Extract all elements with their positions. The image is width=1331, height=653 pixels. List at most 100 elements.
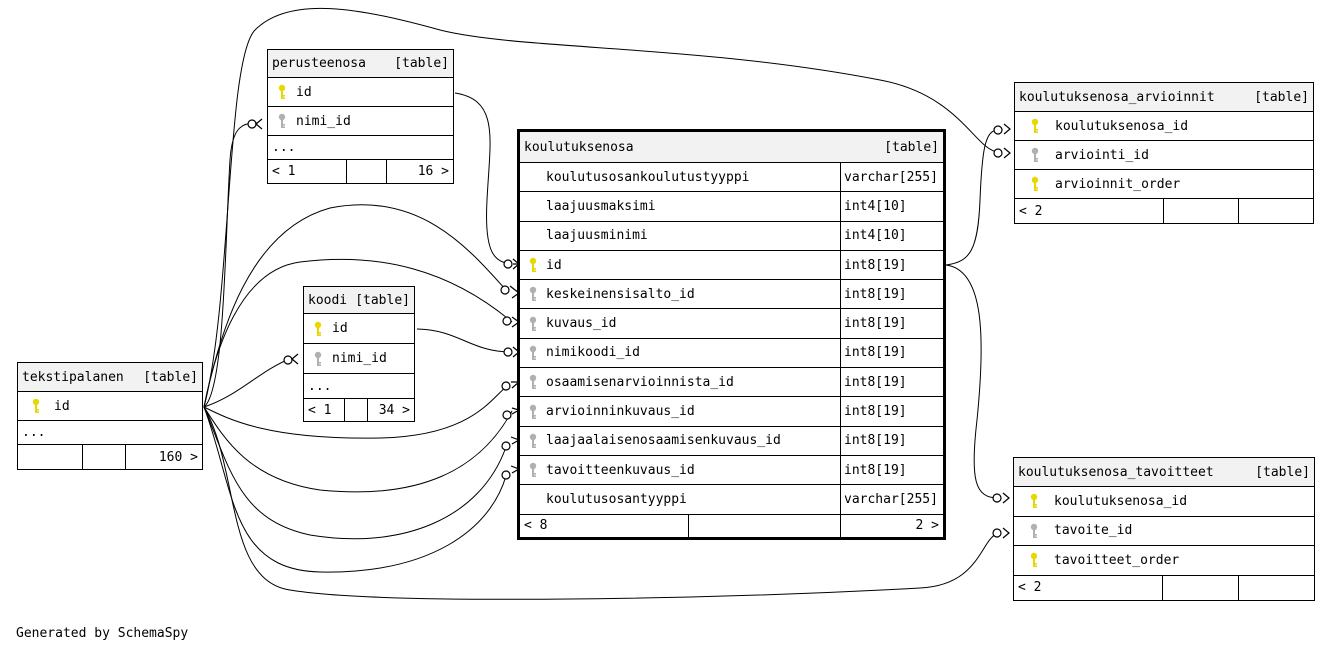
footer-spacer (1163, 575, 1239, 600)
column-name: arviointi_id (1055, 147, 1149, 163)
column-name: id (546, 257, 562, 273)
parents-count: 160 > (158, 449, 198, 465)
table-name[interactable]: koodi (308, 292, 348, 308)
table-koulutuksenosa[interactable]: koulutuksenosa [table] koulutusosankoulu… (517, 129, 946, 540)
parents-count (1239, 576, 1314, 600)
crowfoot-marker (993, 123, 1011, 135)
column-name: koulutuksenosa_id (1055, 118, 1189, 134)
crowfoot-marker (992, 527, 1010, 539)
edge-koulutuksenosa-tavoitteet (945, 264, 999, 499)
edge-tekstipalanen-perusteenosa (203, 122, 259, 408)
children-count: < 1 (304, 399, 345, 421)
column-row[interactable]: id (18, 392, 202, 421)
table-tag: [table] (394, 56, 449, 71)
crowfoot-marker (992, 492, 1010, 504)
crowfoot-marker (247, 118, 263, 130)
table-koulutuksenosa-arvioinnit[interactable]: koulutuksenosa_arvioinnit [table] koulut… (1014, 82, 1314, 224)
table-header: tekstipalanen [table] (18, 363, 202, 392)
table-name[interactable]: koulutuksenosa (524, 139, 634, 155)
column-type: int8[19] (840, 280, 943, 309)
column-name: laajaalaisenosaamisenkuvaus_id (546, 433, 781, 449)
edge-koodi-koulutuksenosa (416, 328, 513, 353)
column-row[interactable]: laajaalaisenosaamisenkuvaus_id int8[19] (520, 426, 943, 456)
edge-tekstipalanen-tavoitteenkuvaus (203, 406, 507, 573)
generated-by-note: Generated by SchemaSpy (16, 626, 189, 641)
column-type: int8[19] (840, 397, 943, 426)
table-name[interactable]: koulutuksenosa_tavoitteet (1018, 464, 1214, 480)
column-type: varchar[255] (840, 163, 943, 192)
column-name: laajuusmaksimi (546, 198, 656, 214)
column-row[interactable]: koulutuksenosa_id (1015, 112, 1313, 141)
column-row[interactable]: arviointi_id (1015, 141, 1313, 170)
column-name: nimikoodi_id (546, 345, 640, 361)
column-name: osaamisenarvioinnista_id (546, 374, 734, 390)
column-row[interactable]: arvioinninkuvaus_id int8[19] (520, 397, 943, 427)
footer-spacer (347, 160, 387, 183)
primary-key-icon (1014, 493, 1054, 509)
table-footer: < 2 (1014, 575, 1314, 600)
column-name: laajuusminimi (546, 228, 648, 244)
column-row[interactable]: id (304, 314, 414, 344)
more-columns: ... (268, 136, 453, 160)
footer-spacer (1164, 199, 1239, 223)
column-type: int8[19] (840, 309, 943, 338)
foreign-key-icon (520, 404, 546, 420)
foreign-key-icon (520, 345, 546, 361)
children-count: < 1 (268, 160, 347, 183)
column-row[interactable]: koulutuksenosa_id (1014, 487, 1314, 517)
column-row[interactable]: tavoitteenkuvaus_id int8[19] (520, 455, 943, 486)
table-name[interactable]: tekstipalanen (22, 369, 124, 385)
column-type: int8[19] (840, 455, 943, 485)
primary-key-icon (520, 257, 546, 273)
children-count: < 2 (1015, 199, 1164, 223)
column-type: int8[19] (840, 368, 943, 397)
table-footer: < 2 (1015, 199, 1313, 223)
crowfoot-marker (283, 353, 299, 365)
column-type: int8[19] (840, 250, 943, 280)
column-row[interactable]: osaamisenarvioinnista_id int8[19] (520, 368, 943, 398)
table-footer: < 1 34 > (304, 399, 414, 421)
table-header: perusteenosa [table] (268, 50, 453, 78)
primary-key-icon (18, 398, 54, 414)
table-name[interactable]: perusteenosa (272, 56, 366, 71)
primary-key-icon (1015, 118, 1055, 134)
primary-key-icon (1015, 176, 1055, 192)
table-koulutuksenosa-tavoitteet[interactable]: koulutuksenosa_tavoitteet [table] koulut… (1013, 457, 1315, 601)
column-row[interactable]: id (268, 78, 453, 107)
table-name[interactable]: koulutuksenosa_arvioinnit (1019, 89, 1215, 105)
foreign-key-icon (520, 462, 546, 478)
table-tag: [table] (884, 139, 939, 155)
column-type: int8[19] (840, 426, 943, 455)
footer-spacer (83, 445, 126, 469)
primary-key-icon (1014, 552, 1054, 568)
table-tag: [table] (1255, 464, 1310, 480)
column-row[interactable]: tavoitteet_order (1014, 546, 1314, 576)
table-header: koulutuksenosa_arvioinnit [table] (1015, 83, 1313, 112)
children-count (18, 445, 83, 469)
table-tekstipalanen[interactable]: tekstipalanen [table] id ... 160 > (17, 362, 203, 470)
column-row[interactable]: nimi_id (304, 344, 414, 374)
column-name: keskeinensisalto_id (546, 286, 695, 302)
column-row[interactable]: tavoite_id (1014, 517, 1314, 546)
column-name: tavoitteenkuvaus_id (546, 462, 695, 478)
parents-count: 16 > (417, 164, 449, 179)
column-name: arvioinninkuvaus_id (546, 404, 695, 420)
column-name: koulutuksenosa_id (1054, 493, 1188, 509)
parents-count: 2 > (915, 518, 939, 534)
column-list: koulutuksenosa_id arviointi_id arvioinnit_… (1015, 112, 1313, 199)
column-row[interactable]: arvioinnit_order (1015, 170, 1313, 199)
column-row[interactable]: id int8[19] (520, 250, 943, 281)
column-row[interactable]: keskeinensisalto_id int8[19] (520, 280, 943, 310)
column-row[interactable]: nimi_id (268, 107, 453, 136)
foreign-key-icon (1014, 523, 1054, 539)
